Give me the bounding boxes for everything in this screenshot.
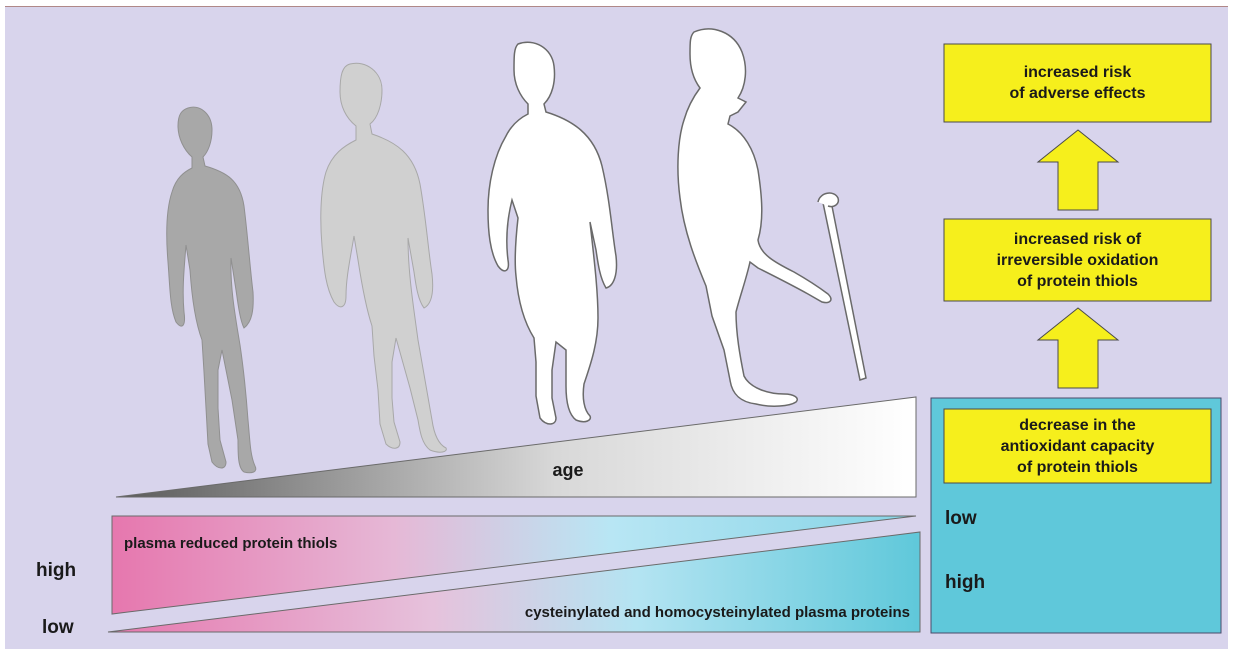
- axis-low-label: low: [42, 617, 74, 638]
- figure-elderly: [678, 29, 866, 406]
- arrow-up-icon: [1038, 308, 1118, 388]
- panel-high-label: high: [945, 572, 985, 593]
- adverse-box-text: increased risk of adverse effects: [944, 44, 1211, 122]
- cane-icon: [822, 196, 866, 380]
- axis-high-label: high: [36, 560, 76, 581]
- panel-low-label: low: [945, 508, 977, 529]
- figure-young: [167, 107, 256, 473]
- reduced-thiols-label: plasma reduced protein thiols: [124, 535, 337, 552]
- irreversible-box-text: increased risk of irreversible oxidation…: [944, 219, 1211, 301]
- age-label: age: [552, 460, 583, 480]
- figure-middle-aged: [488, 42, 617, 424]
- figure-adult: [321, 63, 447, 452]
- cysteinylated-label: cysteinylated and homocysteinylated plas…: [525, 604, 910, 621]
- arrow-up-icon: [1038, 130, 1118, 210]
- decrease-box-text: decrease in the antioxidant capacity of …: [944, 409, 1211, 483]
